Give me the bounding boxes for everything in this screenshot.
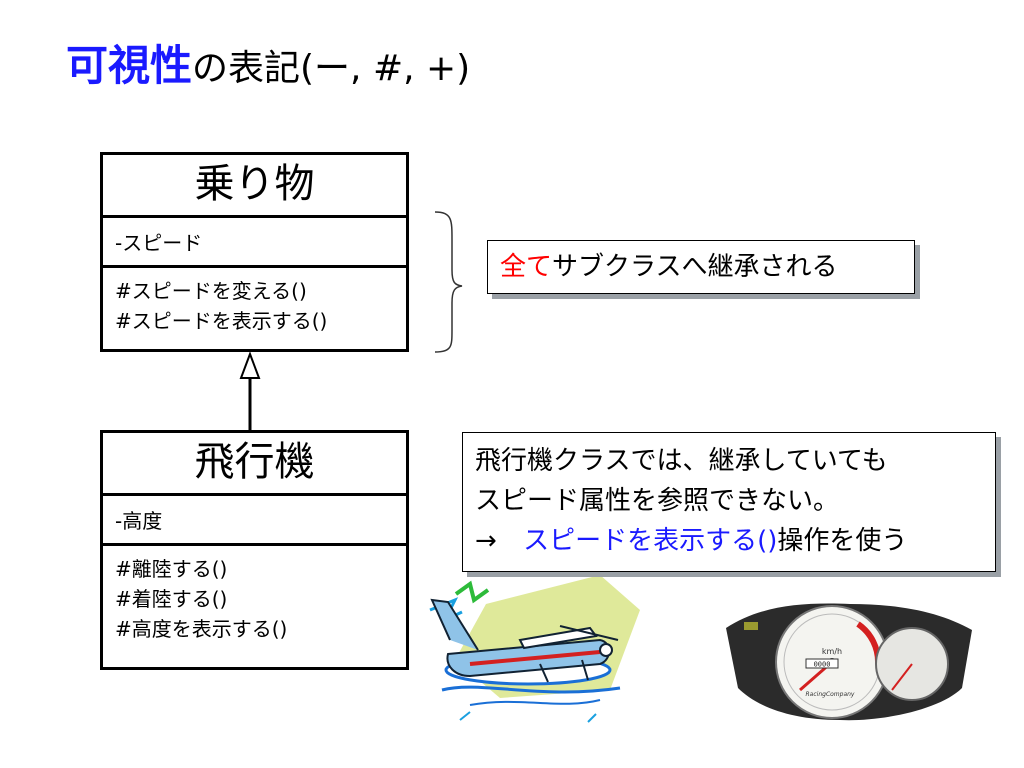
speedometer-brand: RacingCompany <box>806 691 855 698</box>
operation-item: #高度を表示する() <box>115 617 288 641</box>
class-name: 乗り物 <box>103 155 406 218</box>
note-emphasis: 全て <box>500 252 553 282</box>
attribute-compartment: -スピード <box>103 218 406 268</box>
class-name: 飛行機 <box>103 433 406 496</box>
inheritance-note: 全てサブクラスへ継承される <box>487 240 915 294</box>
note-line-3: → スピードを表示する()操作を使う <box>475 521 983 561</box>
uml-class-vehicle: 乗り物 -スピード #スピードを変える() #スピードを表示する() <box>100 152 409 352</box>
operation-compartment: #スピードを変える() #スピードを表示する() <box>103 268 406 344</box>
note-tail: 操作を使う <box>777 526 908 556</box>
inheritance-arrowhead <box>239 351 261 379</box>
speedometer-odometer: 0000 <box>814 661 831 669</box>
seaplane-image <box>429 575 640 723</box>
attribute-item: -高度 <box>115 509 163 533</box>
curly-brace <box>434 211 463 353</box>
operation-item: #スピードを表示する() <box>115 309 328 333</box>
operation-compartment: #離陸する() #着陸する() #高度を表示する() <box>103 546 406 652</box>
plane-note: 飛行機クラスでは、継承していても スピード属性を参照できない。 → スピードを表… <box>462 432 996 572</box>
speedometer-unit: km/h <box>822 647 842 656</box>
note-text: サブクラスへ継承される <box>552 252 838 282</box>
operation-item: #着陸する() <box>115 587 228 611</box>
operation-item: #スピードを変える() <box>115 279 307 303</box>
operation-item: #離陸する() <box>115 557 228 581</box>
arrow-icon: → <box>475 526 497 556</box>
attribute-compartment: -高度 <box>103 496 406 546</box>
note-operation: スピードを表示する() <box>523 526 778 556</box>
slide-title: 可視性の表記(ー, #, +) <box>66 38 470 97</box>
speedometer-image: 0000 km/h RacingCompany <box>726 603 972 721</box>
uml-class-plane: 飛行機 -高度 #離陸する() #着陸する() #高度を表示する() <box>100 430 409 670</box>
note-line-1: 飛行機クラスでは、継承していても <box>475 446 888 476</box>
note-line-2: スピード属性を参照できない。 <box>475 486 840 516</box>
title-highlight: 可視性 <box>66 41 193 90</box>
attribute-item: -スピード <box>115 231 203 255</box>
title-rest: の表記(ー, #, +) <box>192 48 471 89</box>
